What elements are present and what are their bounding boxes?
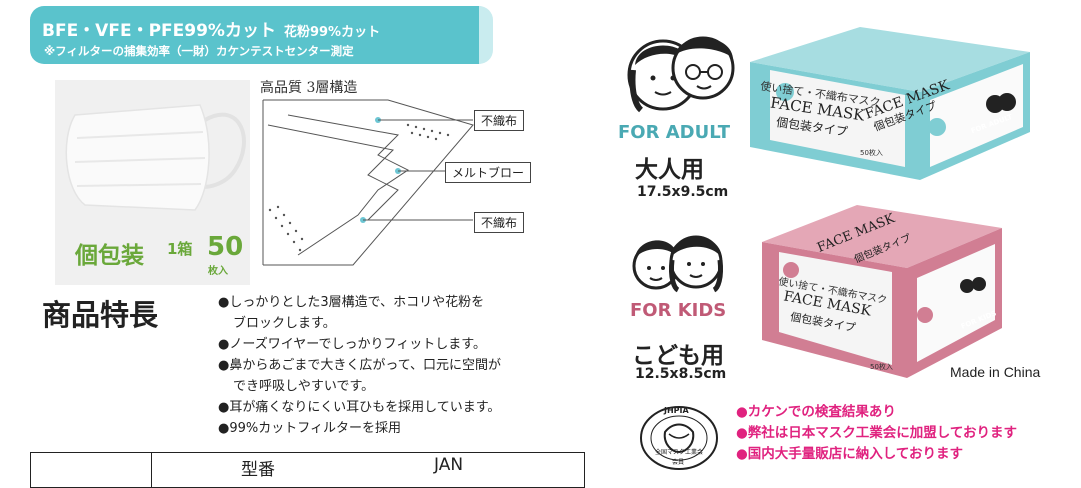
kids-size: 12.5x8.5cm <box>635 366 727 382</box>
feature-item: ●鼻からあごまで大きく広がって、口元に空間が <box>218 358 502 373</box>
feature-item: ●99%カットフィルターを採用 <box>218 421 401 436</box>
banner-filter-text: BFE・VFE・PFE99%カット <box>42 21 276 41</box>
layer-diagram <box>262 99 474 266</box>
layer-inner-label: 不織布 <box>474 212 525 233</box>
mask-illustration <box>65 104 246 211</box>
assurance-item: ●カケンでの検査結果あり <box>736 404 896 420</box>
adult-box-count: 50枚入 <box>860 149 883 157</box>
product-code-table: 型番 JAN <box>30 452 585 488</box>
banner-note: ※フィルターの捕集効率（一財）カケンテストセンター測定 <box>44 44 354 58</box>
layer-outer-label: 不織布 <box>474 110 525 131</box>
features-title: 商品特長 <box>42 298 159 332</box>
kids-jp-label: こども用 <box>632 343 724 369</box>
layer-diagram-title: 高品質 3層構造 <box>260 80 358 96</box>
for-kids-label: FOR KIDS <box>630 300 727 321</box>
kids-faces-icon <box>632 235 723 293</box>
adult-jp-label: 大人用 <box>635 157 704 183</box>
jhpia-ring-text: 全国マスク工業会 <box>655 449 704 456</box>
features-list: ●しっかりとした3層構造で、ホコリや花粉を ブロックします。 ●ノーズワイヤーで… <box>218 292 501 439</box>
adult-size: 17.5x9.5cm <box>637 184 729 200</box>
table-header-model: 型番 <box>241 460 275 480</box>
jhpia-bottom-text: 会員 <box>672 459 685 466</box>
box-count-unit: 枚入 <box>208 266 228 277</box>
kids-box-count: 50枚入 <box>870 363 893 371</box>
box-count: 50 <box>207 232 244 262</box>
spec-banner: BFE・VFE・PFE99%カット花粉99%カット ※フィルターの捕集効率（一財… <box>30 6 493 64</box>
feature-item: ●ノーズワイヤーでしっかりフィットします。 <box>218 337 486 352</box>
jhpia-seal-icon <box>640 406 718 470</box>
box-qty-label: 1箱 <box>167 240 193 258</box>
banner-pollen-text: 花粉99%カット <box>283 25 381 40</box>
feature-item: ●耳が痛くなりにくい耳ひもを採用しています。 <box>218 400 501 415</box>
table-header-jan: JAN <box>434 455 464 475</box>
banner-headline: BFE・VFE・PFE99%カット花粉99%カット <box>42 16 380 41</box>
assurance-item: ●弊社は日本マスク工業会に加盟しております <box>736 425 1017 441</box>
kids-mask-box <box>762 205 1002 378</box>
assurance-list: ●カケンでの検査結果あり ●弊社は日本マスク工業会に加盟しております ●国内大手… <box>736 402 1017 465</box>
for-adult-label: FOR ADULT <box>618 122 730 143</box>
feature-item: ●しっかりとした3層構造で、ホコリや花粉を <box>218 295 485 310</box>
individually-wrapped-label: 個包装 <box>75 243 144 269</box>
layer-middle-label: メルトブロー <box>445 162 532 183</box>
table-divider <box>151 453 152 487</box>
feature-item-cont: でき呼吸しやすいです。 <box>233 379 375 394</box>
feature-item-cont: ブロックします。 <box>233 316 336 331</box>
jhpia-top-text: JHPIA <box>664 406 689 415</box>
adult-mask-box <box>750 27 1030 180</box>
origin-label: Made in China <box>950 364 1041 380</box>
assurance-item: ●国内大手量販店に納入しております <box>736 446 963 462</box>
adult-faces-icon <box>627 36 735 113</box>
